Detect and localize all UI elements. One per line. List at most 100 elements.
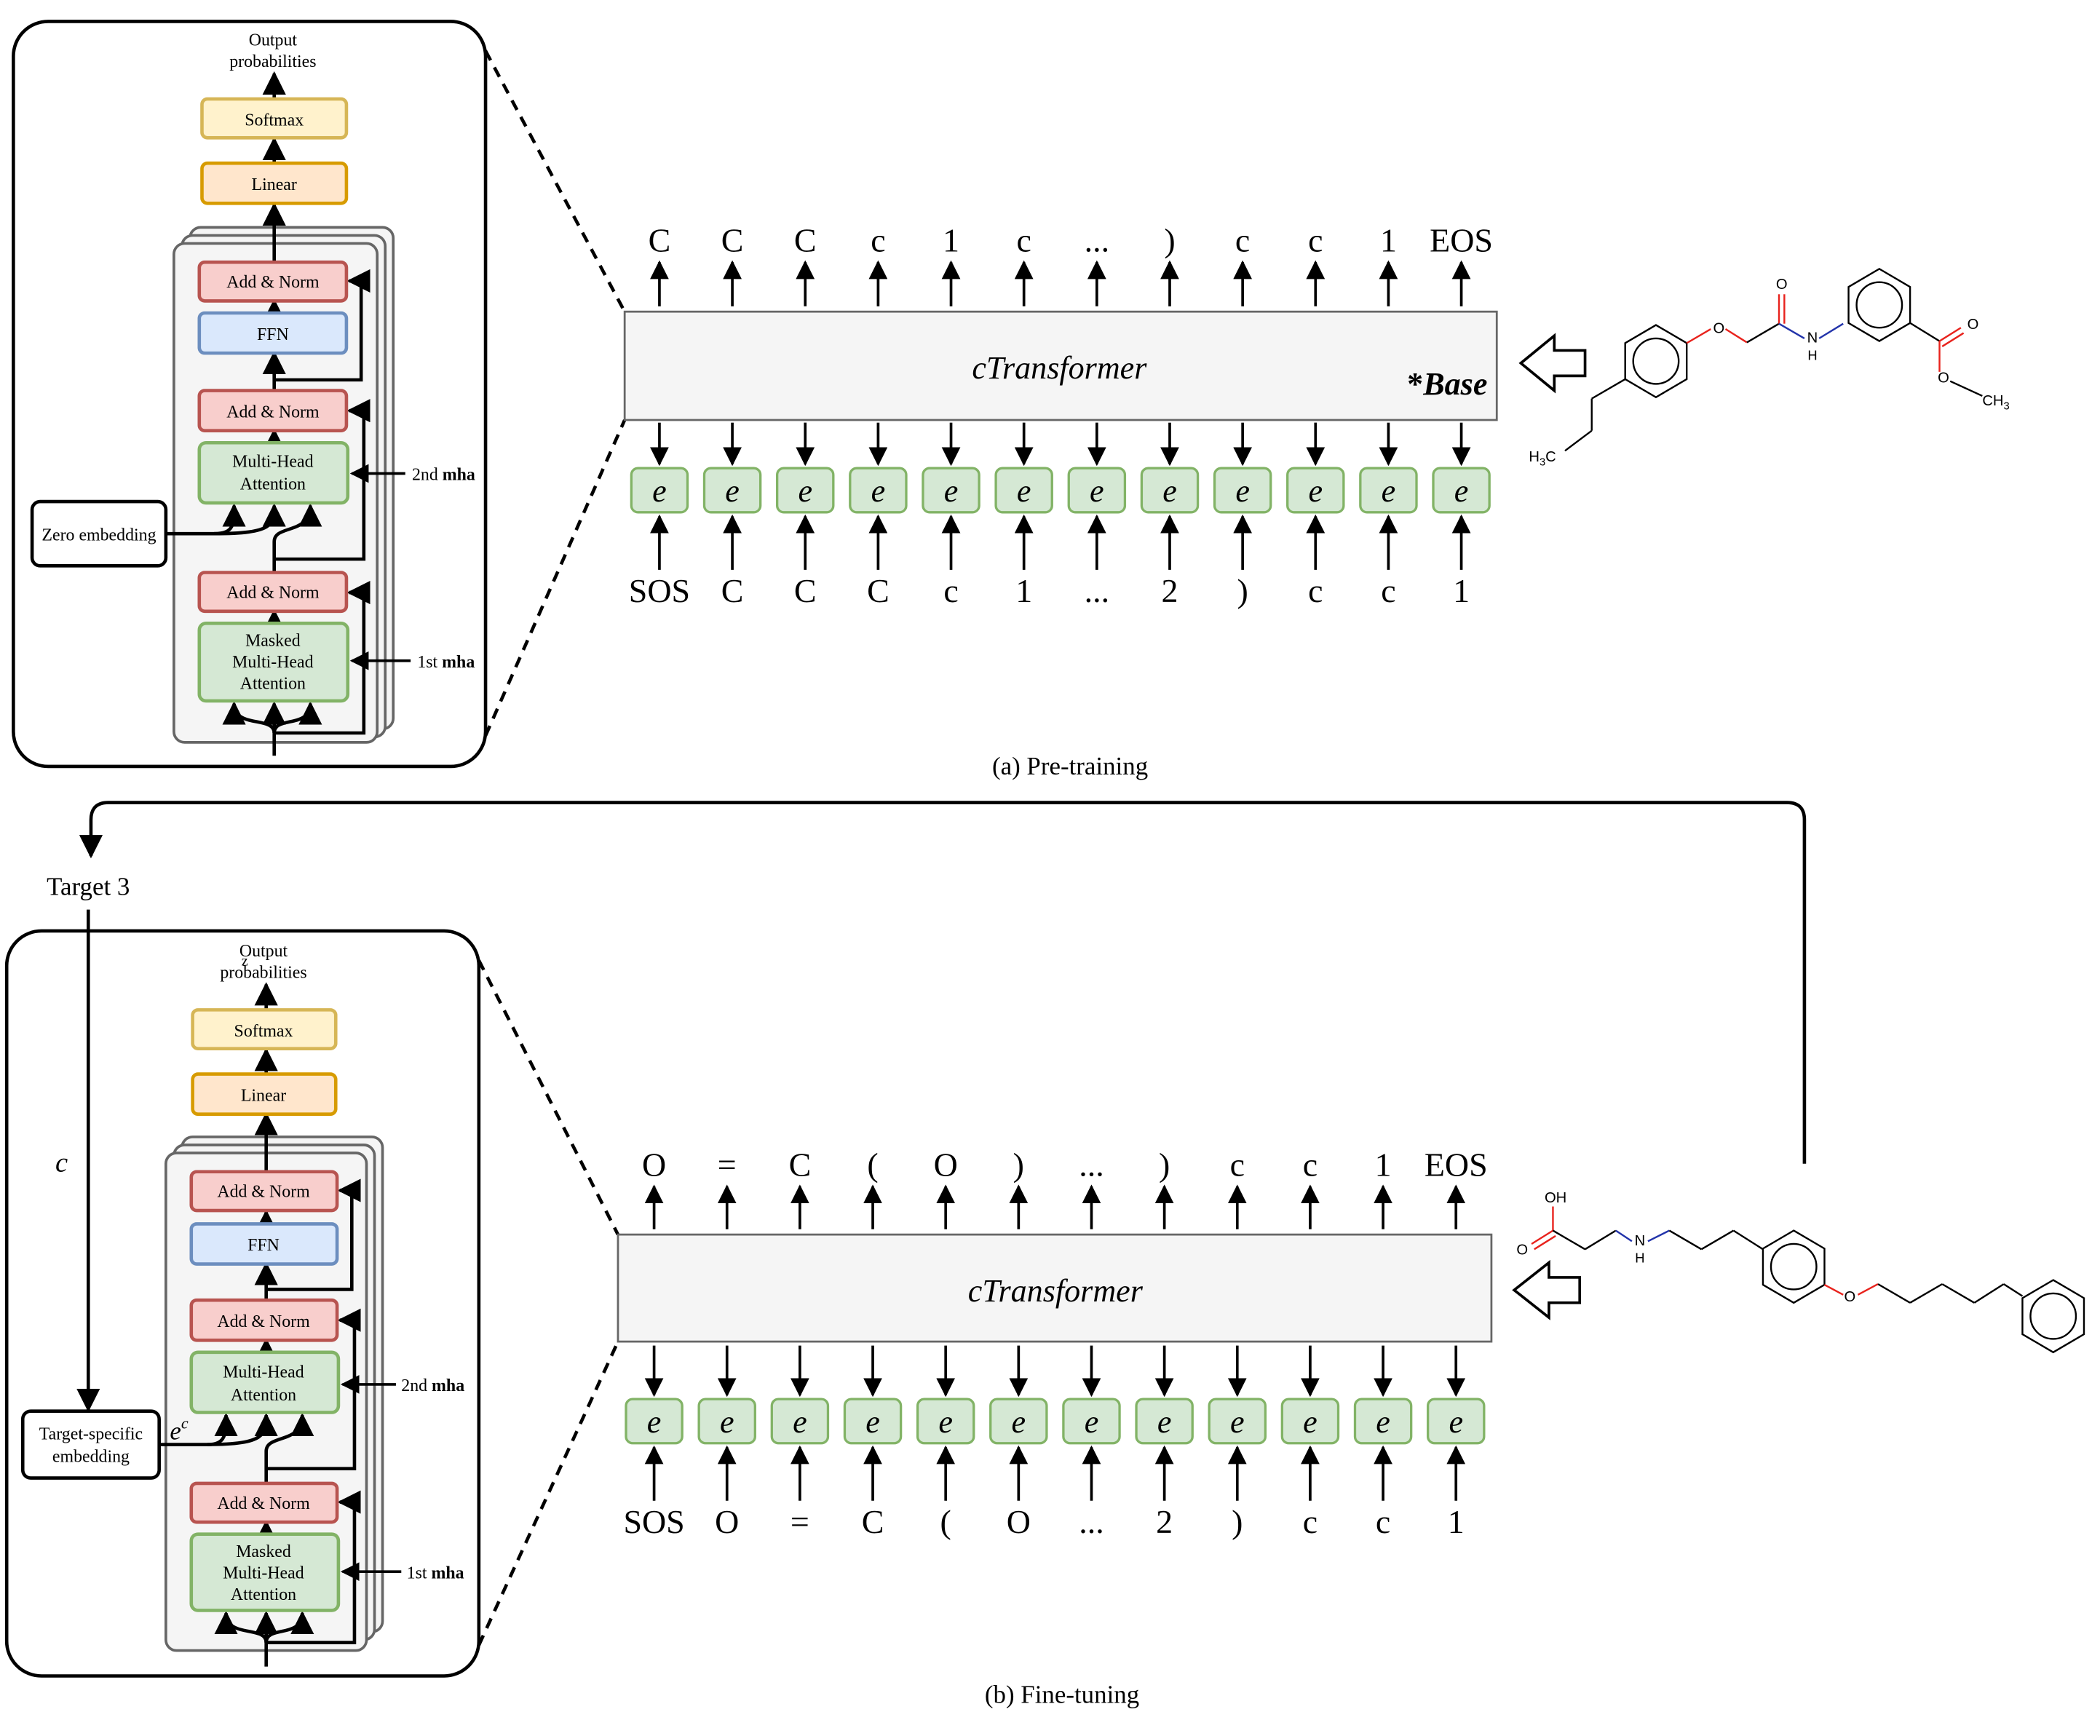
- pretrain-embedding-box: [1067, 467, 1127, 514]
- pretrain-output-token: c: [1235, 221, 1250, 258]
- zoom-line-top-a: [484, 49, 627, 313]
- finetune-embedding-symbol: e: [720, 1404, 734, 1440]
- finetune-embedding-symbol: e: [647, 1404, 662, 1440]
- add-norm-label-1: Add & Norm: [226, 583, 320, 602]
- finetune-embedding-symbol: e: [1376, 1404, 1390, 1440]
- mha-label-1: Multi-Head: [232, 452, 313, 471]
- add-norm-block-1: [197, 571, 349, 614]
- pretrain-output-token: ...: [1085, 221, 1109, 258]
- ffn-block: [197, 311, 349, 355]
- add-norm-block-3: [197, 260, 349, 303]
- finetune-molecule-labels: OH O N H O: [1516, 1190, 1855, 1305]
- pretrain-transformer-label: cTransformer: [972, 350, 1147, 386]
- finetune-molecule: [1531, 1206, 2085, 1354]
- zero-embedding-label: Zero embedding: [41, 526, 156, 544]
- finetune-embedding-symbol: e: [1012, 1404, 1026, 1440]
- pretrain-embedding-symbol: e: [944, 473, 959, 509]
- finetune-input-token: c: [1376, 1503, 1390, 1540]
- pretrain-input-token: c: [1381, 572, 1395, 609]
- ft-mha-label-1: Multi-Head: [223, 1363, 304, 1382]
- finetune-output-token: ): [1159, 1146, 1170, 1183]
- first-mha-label: 1st mha: [417, 653, 475, 672]
- feedback-arrow: [79, 801, 1807, 1164]
- finetune-encoder-panel: c Softmax Linear Add & Norm FFN Add & No…: [4, 909, 481, 1678]
- pretrain-embedding-symbol: e: [1017, 473, 1031, 509]
- pretrain-input-token: 1: [1453, 572, 1470, 609]
- pretrain-molecule-labels: O O N H O O H3C CH3: [1529, 277, 2009, 469]
- pretrain-embedding-box: [630, 467, 689, 514]
- pretrain-output-token: ): [1164, 221, 1175, 258]
- masked-label-2: Multi-Head: [232, 653, 313, 672]
- finetune-output-token: =: [718, 1146, 737, 1183]
- ft-add-norm-label-1: Add & Norm: [217, 1494, 310, 1513]
- finetune-embedding-box: [1135, 1398, 1194, 1445]
- finetune-caption: (b) Fine-tuning: [985, 1680, 1139, 1708]
- target-label: Target 3: [47, 872, 130, 900]
- linear-block: [200, 161, 349, 205]
- base-label: *Base: [1407, 366, 1487, 402]
- pretrain-input-token: 2: [1161, 572, 1178, 609]
- pretrain-output-token: 1: [943, 221, 959, 258]
- pretrain-embedding-box: [1140, 467, 1200, 514]
- pretrain-embedding-symbol: e: [1090, 473, 1104, 509]
- multi-head-attention-block: [197, 440, 350, 505]
- finetune-token-columns: OeSOS=eOCe=(eCOe()eO...e...)e2ce)cec1ecE…: [623, 1146, 1487, 1540]
- finetune-transformer-block: [617, 1233, 1493, 1343]
- finetune-embedding-box: [1426, 1398, 1486, 1445]
- ft-output-label-2: probabilities: [220, 963, 306, 982]
- atom-o-ester: O: [1938, 370, 1949, 387]
- pretrain-embedding-box: [1359, 467, 1418, 514]
- ft-add-norm-block-3: [189, 1170, 339, 1213]
- pretrain-output-token: c: [1016, 221, 1031, 258]
- finetune-transformer-label: cTransformer: [968, 1273, 1144, 1309]
- finetune-output-token: ...: [1079, 1146, 1104, 1183]
- finetune-input-token: 1: [1448, 1503, 1465, 1540]
- pretrain-input-token: C: [867, 572, 889, 609]
- pretrain-embedding-symbol: e: [798, 473, 812, 509]
- atom-n-amine: N: [1635, 1233, 1646, 1249]
- finetune-input-token: C: [862, 1503, 884, 1540]
- zoom-line-top-b: [477, 959, 620, 1236]
- masked-attention-block: [197, 622, 350, 703]
- pretrain-embedding-box: [1286, 467, 1345, 514]
- ft-add-norm-block-2: [189, 1298, 339, 1342]
- finetune-input-token: =: [791, 1503, 809, 1540]
- zero-embedding-block: [30, 499, 168, 568]
- pretrain-embedding-symbol: e: [1162, 473, 1177, 509]
- finetune-input-token: 2: [1156, 1503, 1173, 1540]
- target-embedding-label-2: embedding: [52, 1447, 130, 1466]
- pretrain-transformer-block: [623, 310, 1498, 421]
- atom-oh: OH: [1545, 1190, 1566, 1206]
- pretrain-output-token: EOS: [1430, 221, 1493, 258]
- add-norm-label-2: Add & Norm: [226, 403, 320, 421]
- pretrain-embedding-symbol: e: [1308, 473, 1323, 509]
- finetune-input-token: (: [940, 1503, 951, 1540]
- ft-linear-block: [191, 1072, 338, 1117]
- ft-multi-head-attention-block: [189, 1350, 341, 1414]
- finetune-embedding-symbol: e: [793, 1404, 807, 1440]
- atom-o-carboxyl: O: [1516, 1242, 1528, 1259]
- finetune-embedding-box: [989, 1398, 1048, 1445]
- ft-add-norm-label-2: Add & Norm: [217, 1312, 310, 1331]
- pretrain-input-token: 1: [1015, 572, 1032, 609]
- finetune-embedding-symbol: e: [1157, 1404, 1172, 1440]
- pretrain-molecule: [1564, 267, 1983, 452]
- finetune-embedding-symbol: e: [1230, 1404, 1245, 1440]
- pretrain-input-token: SOS: [629, 572, 690, 609]
- softmax-label: Softmax: [245, 111, 304, 130]
- finetune-input-token: SOS: [623, 1503, 684, 1540]
- pretrain-caption: (a) Pre-training: [992, 752, 1148, 780]
- atom-o-amide: O: [1776, 277, 1788, 293]
- finetune-input-token: O: [715, 1503, 739, 1540]
- atom-o-ether-b: O: [1845, 1289, 1856, 1305]
- finetune-output-token: (: [867, 1146, 878, 1183]
- finetune-output-token: c: [1303, 1146, 1318, 1183]
- ft-masked-label-2: Multi-Head: [223, 1563, 304, 1582]
- pretrain-embedding-box: [775, 467, 835, 514]
- softmax-block: [200, 97, 349, 140]
- finetune-input-arrow: [1512, 1259, 1582, 1320]
- finetune-embedding-box: [916, 1398, 975, 1445]
- finetune-output-token: C: [789, 1146, 812, 1183]
- pretrain-encoder-panel: Softmax Linear Add & Norm FFN Add & Norm…: [12, 20, 488, 769]
